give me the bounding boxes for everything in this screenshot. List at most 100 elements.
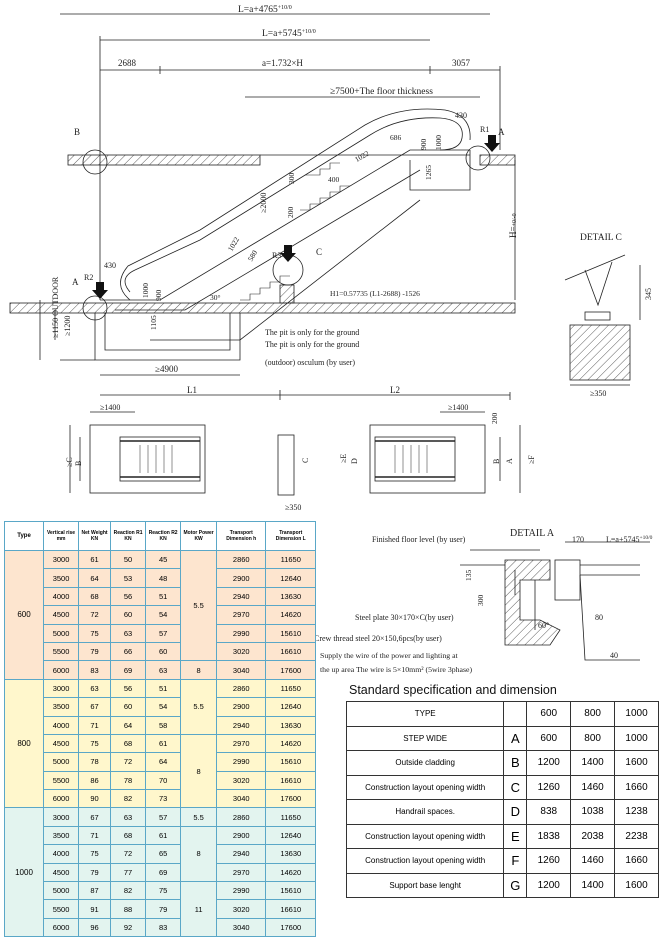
spec-cell: 6000 (42, 660, 80, 680)
spec-cell: 13630 (265, 715, 316, 735)
dim-900-top: 900 (419, 139, 428, 151)
motor-power-cell: 8 (180, 825, 218, 883)
spec-cell: 56 (109, 678, 147, 699)
standard-value: 1000 (614, 725, 659, 751)
spec-cell: 12640 (265, 568, 316, 588)
spec-cell: 70 (145, 770, 182, 791)
spec-cell: 66 (109, 641, 147, 662)
dim-L1: L1 (187, 385, 197, 395)
dim-A-right: A (505, 458, 514, 464)
standard-label: Handrail spaces. (345, 799, 505, 825)
crew-steel-note: Crew thread steel 20×150,6pcs(by user) (314, 634, 442, 643)
dim-B-right: B (492, 459, 501, 464)
detail-a-title: DETAIL A (510, 528, 555, 539)
finished-floor-note: Finished floor level (by user) (372, 535, 466, 544)
spec-cell: 77 (109, 862, 147, 883)
header-type: Type (4, 521, 44, 551)
motor-power-cell: 5.5 (180, 678, 218, 735)
spec-cell: 79 (145, 899, 182, 919)
standard-value: 2238 (614, 823, 659, 849)
header-motor-power: Motor Power KW (180, 521, 218, 551)
standard-value: 600 (526, 701, 572, 727)
spec-cell: 3040 (216, 789, 267, 809)
dim-2000: ≥2000 (259, 193, 268, 213)
spec-cell: 16610 (265, 899, 316, 919)
spec-cell: 72 (109, 752, 147, 772)
spec-cell: 11650 (265, 678, 316, 699)
type-cell: 1000 (4, 807, 44, 937)
spec-cell: 73 (145, 789, 182, 809)
dim-L2: L2 (390, 385, 400, 395)
spec-cell: 3020 (216, 899, 267, 919)
spec-cell: 5000 (42, 881, 80, 901)
spec-cell: 82 (109, 789, 147, 809)
dim-overall-length: L=a+4765+10/0 (238, 5, 292, 15)
spec-cell: 58 (145, 715, 182, 735)
spec-cell: 65 (145, 844, 182, 864)
spec-cell: 15610 (265, 881, 316, 901)
spec-cell: 4000 (42, 844, 80, 864)
standard-value: 1400 (570, 872, 616, 898)
spec-cell: 79 (78, 862, 111, 883)
detail-c-title: DETAIL C (580, 233, 622, 243)
standard-value: 800 (570, 725, 616, 751)
spec-cell: 2990 (216, 881, 267, 901)
h1-formula: H1=0.57735 (L1-2688) -1526 (330, 289, 420, 298)
motor-power-cell: 11 (180, 881, 218, 937)
standard-label: STEP WIDE (345, 725, 505, 751)
dim-1000-bottom: 1000 (141, 283, 150, 298)
header-transport-h: Transport Dimension h (216, 521, 267, 551)
escalator-elevation-drawing: L=a+4765+10/0 L=a+5745+10/0 2688 a=1.732… (9, 5, 653, 512)
spec-cell: 17600 (265, 917, 316, 937)
spec-cell: 2970 (216, 605, 267, 625)
spec-cell: 92 (109, 917, 147, 937)
dim-1150-outdoor: ≥1150 OUTDOOR (51, 276, 60, 338)
spec-cell: 14620 (265, 605, 316, 625)
dim-floor-thickness: ≥7500+The floor thickness (330, 86, 433, 97)
spec-header-row: Type Vertical rise mm Net Weight KN Reac… (4, 521, 316, 551)
spec-cell: 69 (145, 862, 182, 883)
spec-cell: 64 (145, 752, 182, 772)
spec-cell: 75 (78, 623, 111, 643)
spec-cell: 3500 (42, 568, 80, 588)
spec-cell: 3020 (216, 770, 267, 791)
standard-letter: C (503, 774, 528, 800)
dim-170: 170 (572, 535, 584, 544)
spec-cell: 68 (109, 733, 147, 754)
spec-cell: 64 (109, 715, 147, 735)
standard-value: 1200 (526, 872, 572, 898)
standard-label: Outside cladding (345, 750, 505, 776)
standard-value: 1000 (614, 701, 659, 727)
label-C: C (316, 247, 322, 257)
spec-cell: 72 (78, 605, 111, 625)
dim-1200: ≥1200 (63, 316, 72, 336)
spec-cell: 91 (78, 899, 111, 919)
spec-cell: 4000 (42, 586, 80, 607)
standard-value: 1660 (614, 848, 659, 874)
spec-cell: 5500 (42, 770, 80, 791)
spec-cell: 5500 (42, 641, 80, 662)
detail-a-length: L=a+5745+10/0 (606, 535, 653, 544)
spec-cell: 68 (78, 586, 111, 607)
spec-cell: 11650 (265, 807, 316, 827)
spec-cell: 75 (145, 881, 182, 901)
dim-430-bottom: 430 (104, 261, 116, 270)
dim-40: 40 (610, 651, 618, 660)
dim-200: 200 (286, 207, 295, 219)
spec-cell: 75 (78, 844, 111, 864)
dim-345: 345 (644, 288, 653, 300)
osculum-note: (outdoor) osculum (by user) (265, 358, 355, 367)
dim-400: 400 (328, 175, 340, 184)
spec-cell: 5500 (42, 899, 80, 919)
